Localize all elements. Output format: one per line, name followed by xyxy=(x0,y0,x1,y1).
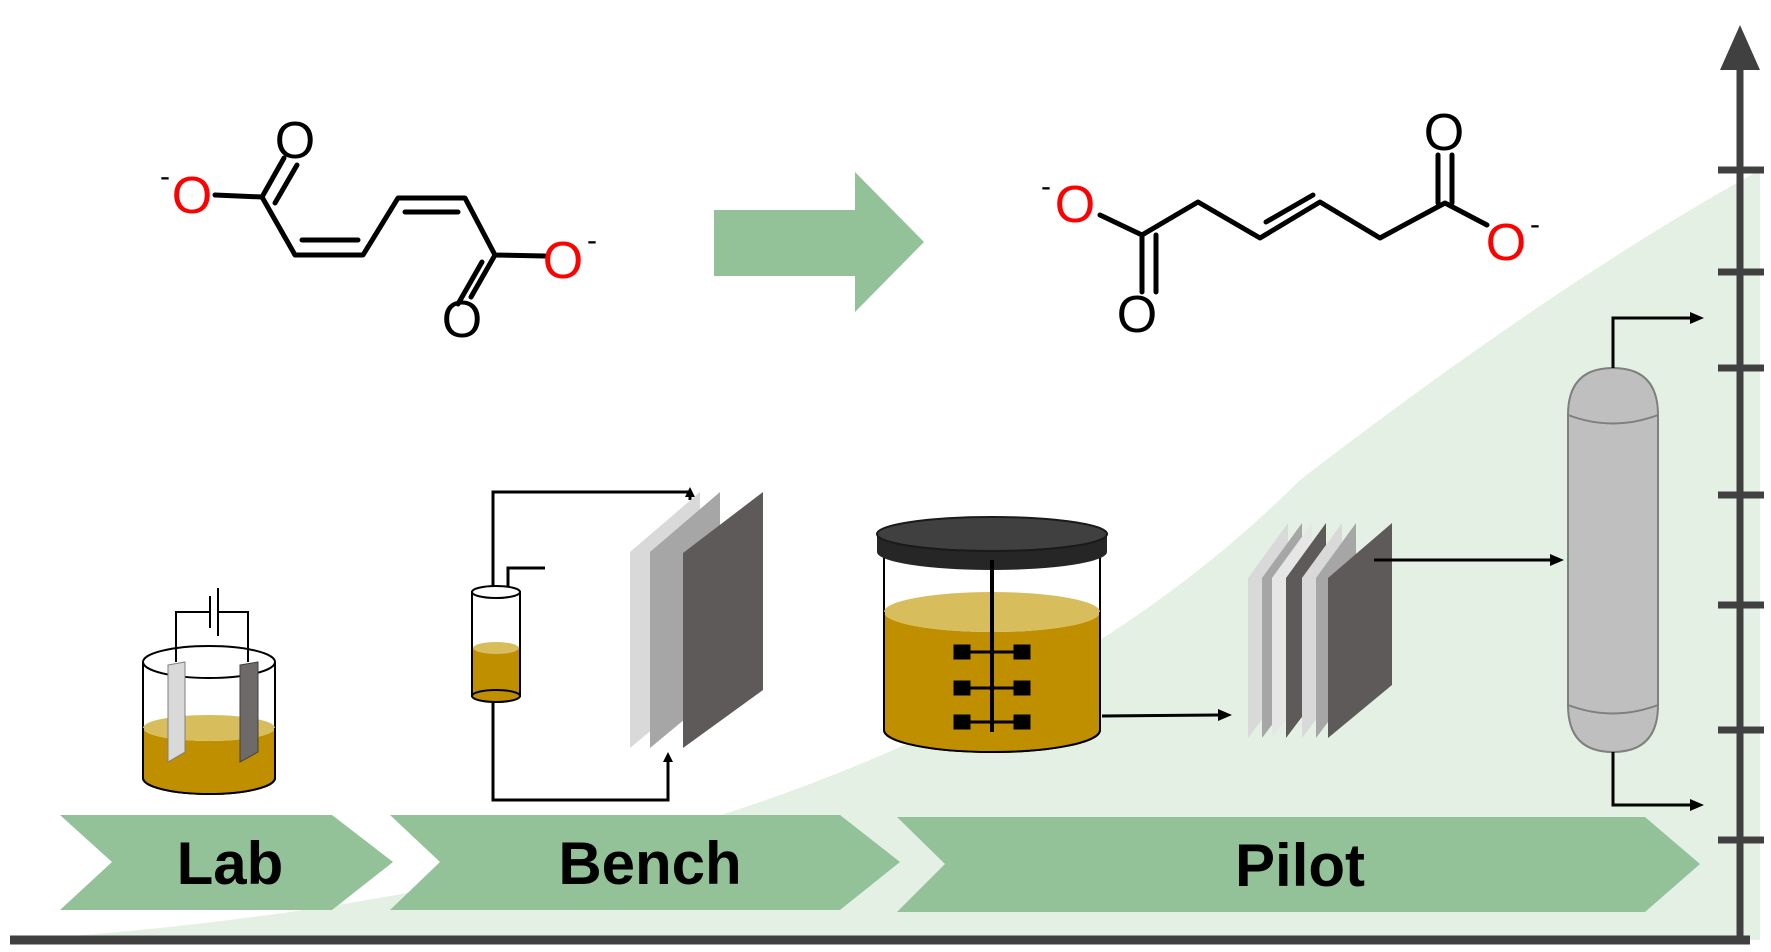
stage-arrow-lab xyxy=(60,815,393,910)
atom-o: O xyxy=(442,291,482,349)
stage-label-lab: Lab xyxy=(177,830,284,897)
beaker-icon xyxy=(142,588,276,795)
atom-o-anion: O xyxy=(1486,214,1526,272)
impellers xyxy=(953,644,1031,730)
charge-minus: - xyxy=(1041,170,1051,203)
charge-minus: - xyxy=(587,224,597,257)
product-bonds xyxy=(1097,152,1490,295)
reservoir-icon xyxy=(471,585,521,703)
y-axis-arrowhead xyxy=(1720,25,1760,70)
background-growth-area xyxy=(20,170,1760,940)
axes xyxy=(10,25,1764,945)
column-top-outlet xyxy=(1611,316,1690,368)
reactor-outflow-line xyxy=(1101,713,1219,718)
atom-o-anion: O xyxy=(172,167,212,225)
atom-o-anion: O xyxy=(1055,176,1095,234)
stage-arrow-bench xyxy=(390,815,900,910)
y-axis-ticks xyxy=(1718,166,1764,844)
stage-label-pilot: Pilot xyxy=(1235,832,1365,899)
stage-chevrons: Lab Bench Pilot xyxy=(60,815,1700,912)
atom-o-anion: O xyxy=(543,232,583,290)
cell-plates xyxy=(630,492,763,748)
stage-label-bench: Bench xyxy=(558,830,741,897)
reactant-bonds xyxy=(212,155,548,307)
atom-o: O xyxy=(275,112,315,170)
electrode-dark xyxy=(239,661,259,763)
stirred-reactor-icon xyxy=(876,516,1232,753)
atom-o: O xyxy=(1424,104,1464,162)
electrolyzer-stack-icon xyxy=(1248,523,1564,738)
reactant-molecule: O O - O O - xyxy=(160,112,597,349)
stage-arrow-pilot xyxy=(897,817,1700,912)
atom-o: O xyxy=(1117,286,1157,344)
product-molecule: O - O O O - xyxy=(1041,104,1540,344)
column-bottom-outlet xyxy=(1611,752,1690,807)
distillation-column-icon xyxy=(1567,312,1704,811)
cell-battery-icon xyxy=(175,588,249,665)
charge-minus: - xyxy=(1530,208,1540,241)
electrode-light xyxy=(167,661,186,763)
charge-minus: - xyxy=(160,160,170,193)
reaction-arrow-icon xyxy=(714,172,924,312)
flow-cell-icon xyxy=(471,487,763,802)
